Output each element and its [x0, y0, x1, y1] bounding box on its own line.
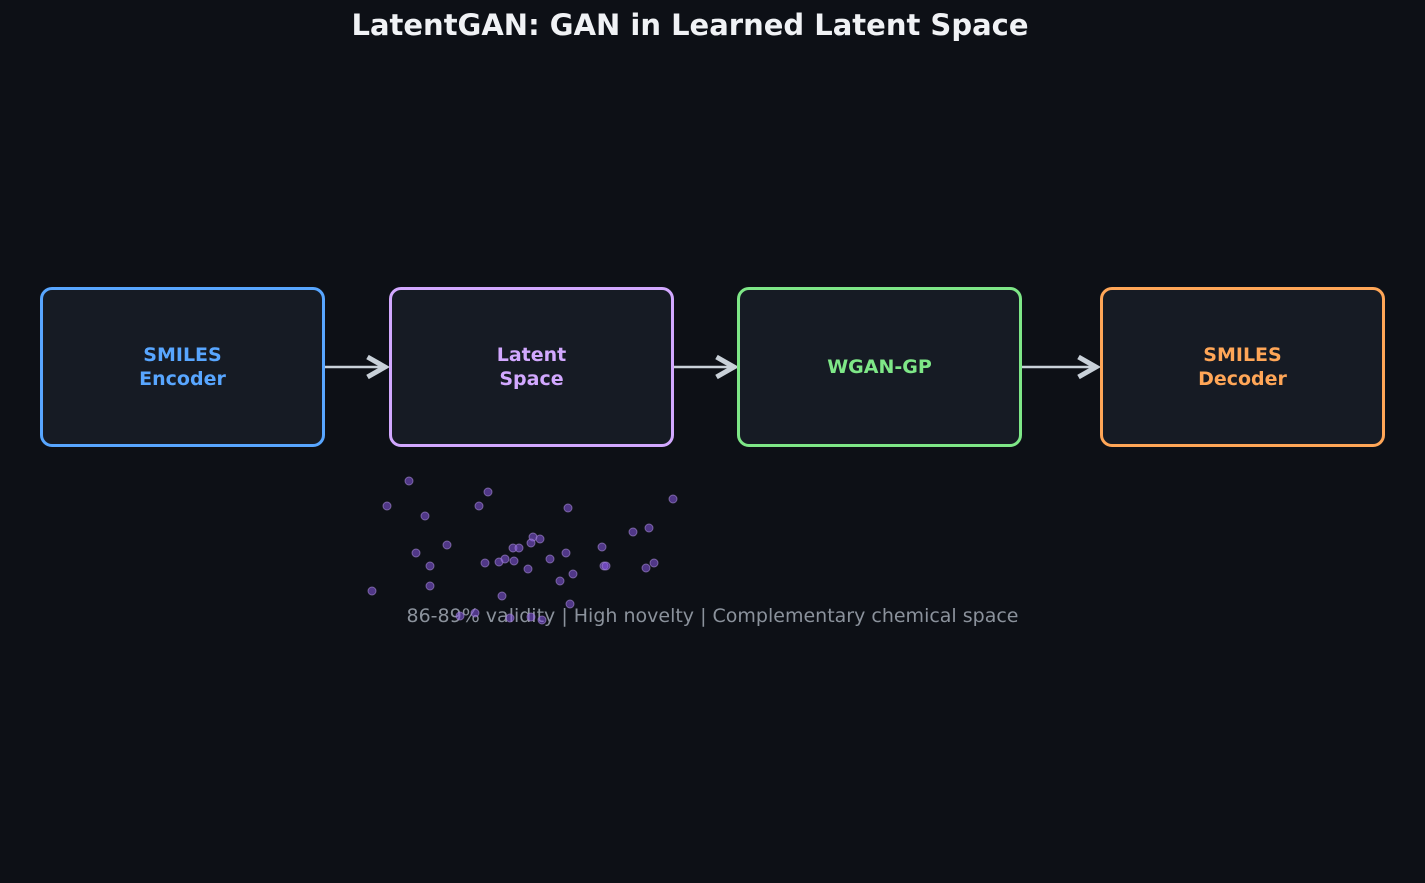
latent-point [483, 487, 493, 497]
latent-point [382, 501, 392, 511]
latent-point [404, 476, 414, 486]
latent-point [455, 611, 465, 621]
summary-caption: 86-89% validity | High novelty | Complem… [406, 605, 1019, 627]
latent-point [474, 501, 484, 511]
latent-point [601, 561, 611, 571]
latent-point [442, 540, 452, 550]
latent-point [514, 543, 524, 553]
latent-point [641, 563, 651, 573]
smiles-decoder-box: SMILES Decoder [1100, 287, 1385, 447]
latent-point [509, 556, 519, 566]
latent-point [568, 569, 578, 579]
latent-point [523, 564, 533, 574]
latent-point [561, 548, 571, 558]
latent-point [470, 608, 480, 618]
smiles-encoder-box: SMILES Encoder [40, 287, 325, 447]
latent-point [537, 615, 547, 625]
latent-point [535, 534, 545, 544]
latent-point [649, 558, 659, 568]
latent-point [545, 554, 555, 564]
wgan-gp-box: WGAN-GP [737, 287, 1022, 447]
latent-point [597, 542, 607, 552]
latent-point [505, 613, 515, 623]
latent-point [526, 612, 536, 622]
latent-point [555, 576, 565, 586]
latent-point [425, 561, 435, 571]
latent-point [668, 494, 678, 504]
latent-point [420, 511, 430, 521]
latent-point [411, 548, 421, 558]
latent-point [563, 503, 573, 513]
latent-point [565, 599, 575, 609]
diagram-title: LatentGAN: GAN in Learned Latent Space [351, 8, 1029, 42]
latent-point [628, 527, 638, 537]
latent-space-box: Latent Space [389, 287, 674, 447]
latent-point [526, 538, 536, 548]
latent-point [425, 581, 435, 591]
latent-point [644, 523, 654, 533]
latent-point [497, 591, 507, 601]
latent-point [480, 558, 490, 568]
latent-point [500, 554, 510, 564]
latent-point [367, 586, 377, 596]
